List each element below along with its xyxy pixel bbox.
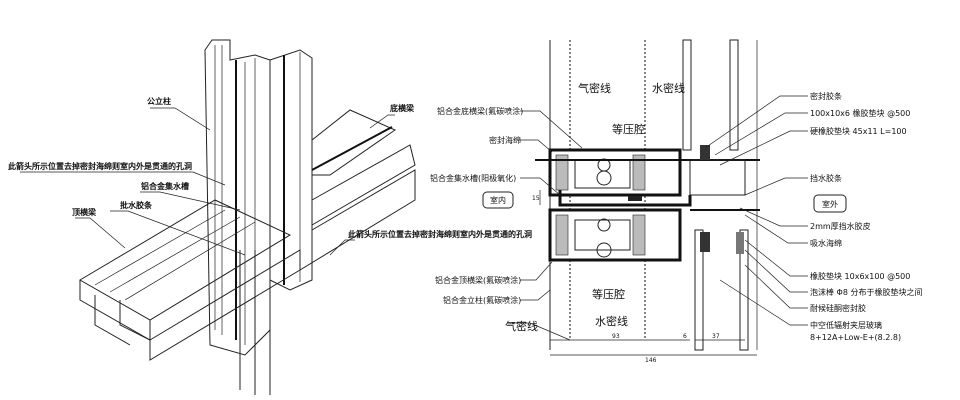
section-view: 93 6 37 146 15 铝合金底横梁(氟碳喷涂) 密封海绵 铝合金集水 xyxy=(430,39,922,364)
label-aluminum-top-transom: 铝合金顶横梁(氟碳喷涂) xyxy=(435,275,521,285)
label-water-skin: 2mm厚挡水胶皮 xyxy=(810,221,871,231)
dimension-lines xyxy=(539,190,757,356)
section-leader-lines xyxy=(512,95,808,341)
label-outdoor: 室外 xyxy=(822,199,838,209)
label-air-line-top: 气密线 xyxy=(578,81,611,95)
label-male-mullion: 公立柱 xyxy=(147,96,171,106)
label-hard-rubber-block: 硬橡胶垫块 45x11 L=100 xyxy=(810,126,907,136)
label-absorb-sponge: 吸水海绵 xyxy=(810,238,842,248)
label-water-strip: 挡水胶条 xyxy=(810,173,842,183)
outdoor-tag: 室外 xyxy=(813,194,847,213)
label-water-line-bottom: 水密线 xyxy=(595,314,628,328)
label-aluminum-gutter: 铝合金集水槽(阳极氧化) xyxy=(430,173,516,183)
label-glass: 中空低辐射夹层玻璃 xyxy=(810,320,882,330)
label-rubber-block-1: 100x10x6 橡胶垫块 @500 xyxy=(810,108,910,118)
label-pressure-chamber-top: 等压腔 xyxy=(612,122,645,136)
label-pressure-chamber-bottom: 等压腔 xyxy=(592,287,625,301)
label-rubber-block-2: 橡胶垫块 10x6x100 @500 xyxy=(810,271,910,281)
label-gutter: 铝合金集水槽 xyxy=(141,181,189,191)
dim-15: 15 xyxy=(532,195,540,202)
gutter-profile xyxy=(558,190,692,207)
top-transom xyxy=(79,199,301,361)
label-arrow-note-2: 此箭头所示位置去掉密封海绵则室内外是贯通的孔洞 xyxy=(348,229,532,239)
label-aluminum-bottom-transom: 铝合金底横梁(氟碳喷涂) xyxy=(437,106,523,116)
bottom-transom xyxy=(299,109,416,271)
dim-6: 6 xyxy=(683,333,687,340)
label-air-line-bottom: 气密线 xyxy=(505,319,538,333)
label-seal-strip: 密封胶条 xyxy=(810,91,842,101)
label-weather-strip: 批水胶条 xyxy=(120,200,153,210)
label-aluminum-mullion: 铝合金立柱(氟碳喷涂) xyxy=(443,295,521,305)
label-top-transom: 顶横梁 xyxy=(72,207,97,217)
bottom-transom-profile xyxy=(535,148,760,197)
label-indoor: 室内 xyxy=(490,195,506,205)
top-transom-profile xyxy=(548,208,682,262)
glass-panels xyxy=(682,39,760,351)
indoor-tag: 室内 xyxy=(482,191,514,209)
leader-lines xyxy=(20,107,395,256)
dim-37: 37 xyxy=(712,333,720,340)
isometric-view: 公立柱 底横梁 此箭头所示位置去掉密封海绵则室内外是贯通的孔洞 铝合金集水槽 批… xyxy=(8,39,532,395)
label-water-line-top: 水密线 xyxy=(652,81,685,95)
label-bottom-transom: 底横梁 xyxy=(389,103,415,113)
label-foam-rod: 泡沫棒 Φ8 分布于橡胶垫块之间 xyxy=(810,287,922,297)
dim-146: 146 xyxy=(645,357,657,364)
label-glass-spec: 8+12A+Low-E+(8.2.8) xyxy=(810,333,901,342)
dim-93: 93 xyxy=(612,333,620,340)
label-arrow-note-1: 此箭头所示位置去掉密封海绵则室内外是贯通的孔洞 xyxy=(8,161,192,171)
label-seal-sponge: 密封海绵 xyxy=(489,135,521,145)
mullion xyxy=(204,39,313,395)
label-sealant: 耐候硅酮密封胶 xyxy=(810,303,866,313)
